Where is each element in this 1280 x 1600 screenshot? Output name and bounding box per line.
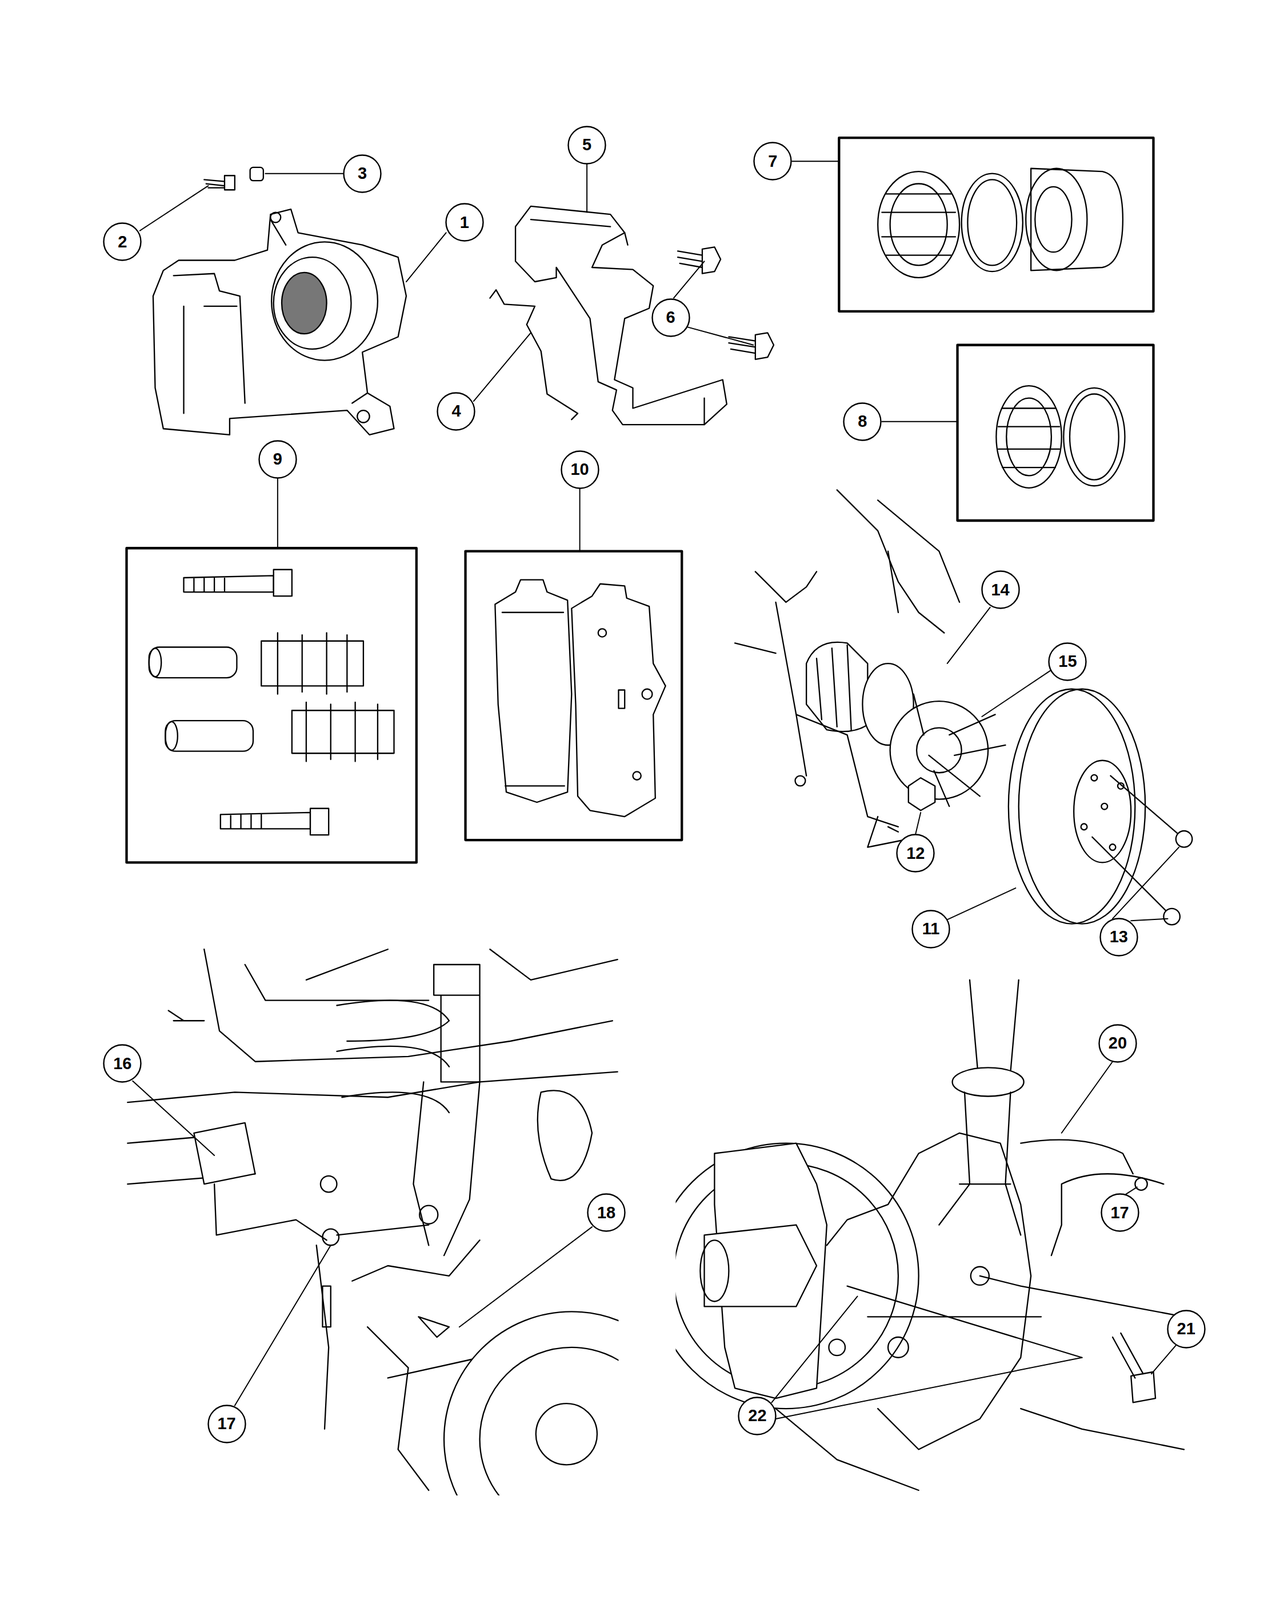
callout-number: 9 (273, 449, 283, 469)
callout-circle: 3 (342, 154, 382, 194)
callout-circle: 6 (651, 298, 691, 338)
callout-outline (445, 204, 483, 242)
callout-number: 5 (582, 135, 592, 155)
guide-pin-kit (149, 569, 395, 835)
callout-number: 22 (748, 1406, 767, 1426)
callout-number: 17 (1110, 1203, 1129, 1223)
callout-number: 1 (460, 213, 470, 232)
callout-outline (561, 450, 599, 488)
hose-routing-right (676, 980, 1185, 1491)
callout-circle: 18 (586, 1193, 626, 1232)
callout-circle: 9 (258, 440, 298, 479)
callout-outline (1049, 642, 1087, 680)
callout-outline (258, 440, 296, 478)
callout-outline (738, 1397, 776, 1435)
callout-number: 6 (666, 308, 676, 327)
callout-circle: 2 (102, 222, 142, 262)
callout-number: 21 (1177, 1319, 1196, 1339)
callout-outline (754, 142, 792, 180)
callout-number: 10 (570, 460, 589, 479)
callout-number: 16 (113, 1054, 132, 1074)
callout-outline (1098, 1024, 1136, 1062)
callout-number: 13 (1109, 927, 1128, 947)
hose-routing-left (127, 949, 619, 1496)
callout-outline (912, 910, 950, 948)
callout-outline (568, 126, 606, 164)
caliper (153, 209, 407, 435)
callout-circle: 13 (1099, 917, 1139, 957)
seal-kit (996, 385, 1125, 488)
callout-outline (981, 571, 1019, 609)
caliper-adapter (515, 206, 727, 425)
leader-line (132, 161, 1179, 1419)
hub-rotor (734, 489, 1192, 925)
callout-outline (208, 1405, 246, 1443)
callout-outline (344, 154, 382, 192)
callout-circle: 16 (102, 1044, 142, 1083)
callout-outline (437, 392, 475, 430)
callout-number: 2 (117, 232, 127, 252)
callout-outline (652, 298, 690, 336)
callout-number: 17 (217, 1414, 236, 1434)
callout-number: 7 (768, 152, 778, 171)
callout-outline (1167, 1310, 1205, 1348)
callout-circle: 4 (436, 392, 476, 431)
callout-outline (104, 1045, 142, 1083)
callout-circle: 22 (737, 1396, 777, 1436)
callout-outline (104, 223, 142, 261)
mounting-bolt (677, 246, 774, 359)
brake-pads (494, 580, 666, 817)
callout-circle: 10 (560, 450, 600, 490)
callout-number: 11 (922, 919, 940, 939)
callout-circle: 8 (842, 402, 882, 442)
callout-circle: 17 (207, 1404, 247, 1444)
callout-number: 3 (357, 164, 367, 183)
callout-number: 8 (857, 412, 867, 431)
callout-outline (844, 402, 882, 440)
callout-outline (1101, 1194, 1139, 1232)
callout-circle: 5 (567, 125, 607, 165)
callout-number: 18 (597, 1203, 616, 1223)
callout-number: 20 (1108, 1033, 1127, 1053)
piston-kit (877, 168, 1123, 278)
callout-circle: 14 (981, 570, 1020, 610)
callout-circle: 12 (896, 833, 935, 873)
callout-circle: 17 (1100, 1193, 1140, 1232)
callout-outline (588, 1194, 626, 1232)
callout-number: 4 (451, 401, 461, 421)
callout-circle: 1 (445, 202, 484, 242)
callout-circle: 21 (1166, 1309, 1206, 1349)
callout-circle: 15 (1048, 642, 1087, 682)
callout-circle: 20 (1098, 1024, 1138, 1063)
bleeder-screw (204, 167, 264, 190)
callout-circle: 7 (753, 141, 792, 181)
callout-number: 14 (990, 580, 1010, 600)
callout-number: 15 (1058, 652, 1077, 671)
callout-outline (897, 834, 935, 872)
clip (489, 289, 578, 420)
callout-outline (1100, 918, 1138, 956)
callout-circle: 11 (911, 909, 951, 949)
callout-number: 12 (906, 844, 925, 863)
